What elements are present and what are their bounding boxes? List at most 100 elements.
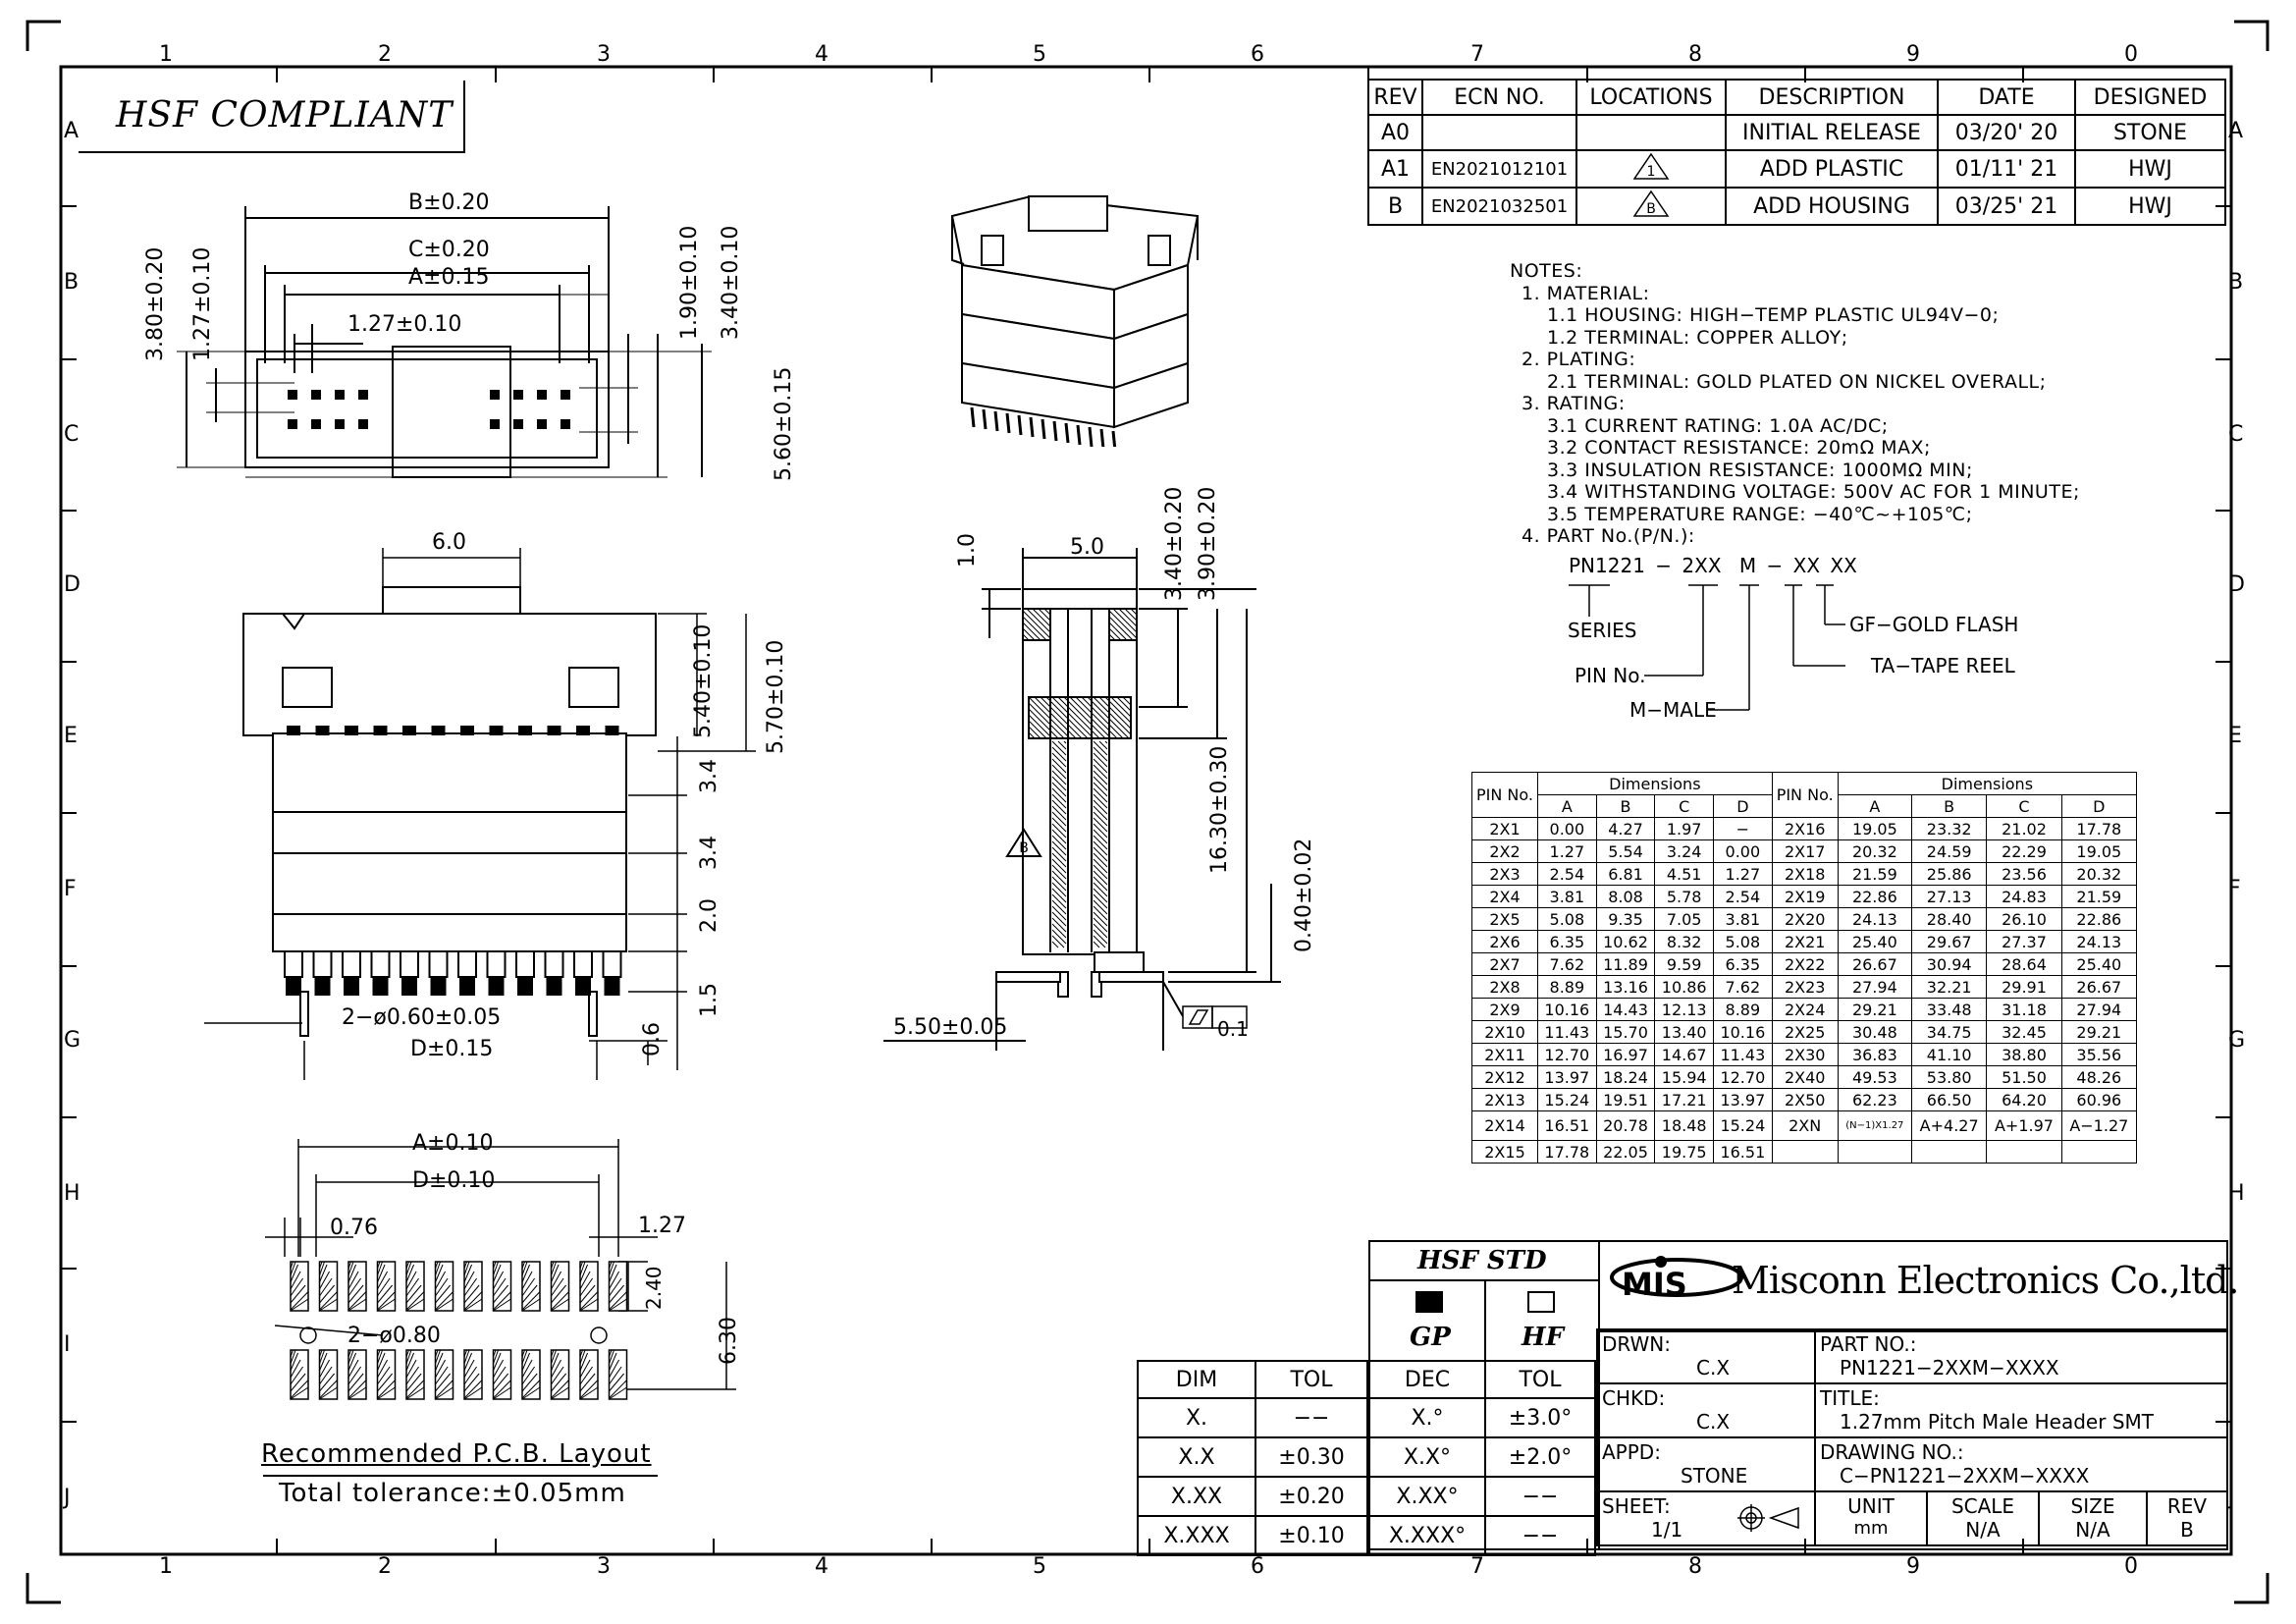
grid-row-label: H (64, 1181, 80, 1206)
description-header: DESCRIPTION (1725, 79, 1939, 116)
tol-cell: X.X (1137, 1436, 1256, 1478)
pin-cell: 25.86 (1911, 862, 1988, 886)
pin-cell: 29.91 (1986, 975, 2062, 999)
pin-cell: 12.70 (1713, 1065, 1773, 1089)
gp-label: GP (1410, 1323, 1451, 1352)
pin-dimensions-table: PIN No. Dimensions PIN No. Dimensions A … (1471, 772, 2138, 1164)
dim-w550: 5.50±0.05 (893, 1015, 1008, 1040)
pin-cell: 18.24 (1595, 1065, 1656, 1089)
desc-cell: INITIAL RELEASE (1725, 114, 1939, 151)
grid-col-label: 0 (2124, 42, 2138, 67)
size-label: SIZE (2070, 1494, 2115, 1518)
tol-row: X.XXX°−− (1368, 1515, 1596, 1556)
pin-cell: 12.13 (1654, 998, 1715, 1021)
pn-gold-label: GF−GOLD FLASH (1849, 613, 2019, 636)
grid-col-label: 7 (1470, 42, 1484, 67)
pin-cell: 28.40 (1911, 907, 1988, 931)
svg-text:B: B (1646, 201, 1656, 217)
drwn-value: C.X (1696, 1356, 1731, 1380)
grid-row-label: H (2228, 1181, 2245, 1206)
grid-row-label: C (64, 422, 80, 447)
title-value: 1.27mm Pitch Male Header SMT (1840, 1410, 2154, 1434)
pin-cell: 9.35 (1595, 907, 1656, 931)
pin-cell: 4.27 (1595, 817, 1656, 840)
pin-cell: 38.80 (1986, 1043, 2062, 1066)
pin-cell: 24.13 (1837, 907, 1913, 931)
dim-holes: 2−ø0.60±0.05 (342, 1005, 502, 1030)
tol-cell: X.XXX (1137, 1515, 1256, 1556)
rev-cell: A1 (1367, 149, 1423, 189)
date-cell: 03/25' 21 (1937, 187, 2076, 226)
tol-cell: X.XX° (1368, 1476, 1486, 1517)
pin-cell: 2X3 (1471, 862, 1538, 886)
pin-cell: 20.32 (1837, 839, 1913, 863)
pin-cell: 32.45 (1986, 1020, 2062, 1044)
pin-cell: 23.32 (1911, 817, 1988, 840)
rev-cell: B (1367, 187, 1423, 226)
pin-cell: 2.54 (1713, 885, 1773, 908)
loc-cell (1575, 114, 1727, 151)
hf-label: HF (1522, 1323, 1565, 1352)
pcb-dim-holes: 2−ø0.80 (347, 1324, 441, 1348)
pin-cell: 27.37 (1986, 930, 2062, 953)
pn-male-label: M−MALE (1629, 698, 1717, 722)
part-value: PN1221−2XXM−XXXX (1840, 1356, 2059, 1380)
pin-cell: 2X24 (1771, 998, 1839, 1021)
grid-col-label: 1 (159, 1554, 173, 1579)
tol-cell: ±0.10 (1255, 1515, 1368, 1556)
ecn-cell: EN2021012101 (1421, 149, 1577, 189)
pin-cell: 16.51 (1713, 1140, 1773, 1164)
pn-code: PN1221 − 2XX M − XX XX (1569, 556, 1857, 575)
dim-s34a: 3.4 (697, 759, 721, 793)
part-cell: PART NO.:PN1221−2XXM−XXXX (1814, 1328, 2228, 1384)
pin-cell: 48.26 (2060, 1065, 2138, 1089)
revision-row: A1 EN2021012101 1 ADD PLASTIC 01/11' 21 … (1367, 149, 2226, 189)
pin-cell: 11.43 (1713, 1043, 1773, 1066)
pin-cell: 1.27 (1537, 839, 1597, 863)
pin-cell: 27.94 (2060, 998, 2138, 1021)
pin-cell: 2X19 (1771, 885, 1839, 908)
pin-cell: 10.62 (1595, 930, 1656, 953)
pin-cell: 62.23 (1837, 1088, 1913, 1111)
pin-cell: 8.08 (1595, 885, 1656, 908)
pin-cell: 23.56 (1986, 862, 2062, 886)
pin-cell: 20.78 (1595, 1110, 1656, 1141)
pin-cell: 8.89 (1713, 998, 1773, 1021)
pin-cell: 13.97 (1713, 1088, 1773, 1111)
date-header: DATE (1937, 79, 2076, 116)
dim-h390: 3.90±0.20 (1196, 486, 1220, 601)
pin-cell: 2X16 (1771, 817, 1839, 840)
size-value: N/A (2075, 1518, 2110, 1542)
pin-cell: 2X12 (1471, 1065, 1538, 1089)
pin-cell: 2X40 (1771, 1065, 1839, 1089)
dim-h127: 1.27±0.10 (190, 246, 215, 361)
pin-cell: 2X30 (1771, 1043, 1839, 1066)
appd-value: STONE (1681, 1464, 1748, 1488)
grid-col-label: 6 (1251, 42, 1264, 67)
title-block-grid: DRWN:C.X PART NO.:PN1221−2XXM−XXXX CHKD:… (1596, 1328, 2228, 1546)
tol-cell: −− (1484, 1476, 1596, 1517)
pin-cell: 2X1 (1471, 817, 1538, 840)
revision-row: A0 INITIAL RELEASE 03/20' 20 STONE (1367, 114, 2226, 151)
dim-h040: 0.40±0.02 (1292, 838, 1316, 952)
pin-cell: 60.96 (2060, 1088, 2138, 1111)
grid-row-label: J (2228, 1486, 2235, 1510)
pin-cell: 14.67 (1654, 1043, 1715, 1066)
grid-row-label: F (2228, 877, 2241, 901)
pin-cell: 31.18 (1986, 998, 2062, 1021)
date-cell: 03/20' 20 (1937, 114, 2076, 151)
note-line: 1.1 HOUSING: HIGH−TEMP PLASTIC UL94V−0; (1547, 304, 2000, 326)
pin-cell: 22.86 (1837, 885, 1913, 908)
note-line: 1.2 TERMINAL: COPPER ALLOY; (1547, 326, 1848, 349)
pin-cell: 6.35 (1713, 952, 1773, 976)
designed-cell: HWJ (2074, 149, 2226, 189)
pcb-dim-pad-h: 2.40 (642, 1266, 666, 1310)
pin-header: PIN No. (1471, 772, 1538, 818)
pin-cell: 16.51 (1537, 1110, 1597, 1141)
pin-cell: 6.81 (1595, 862, 1656, 886)
